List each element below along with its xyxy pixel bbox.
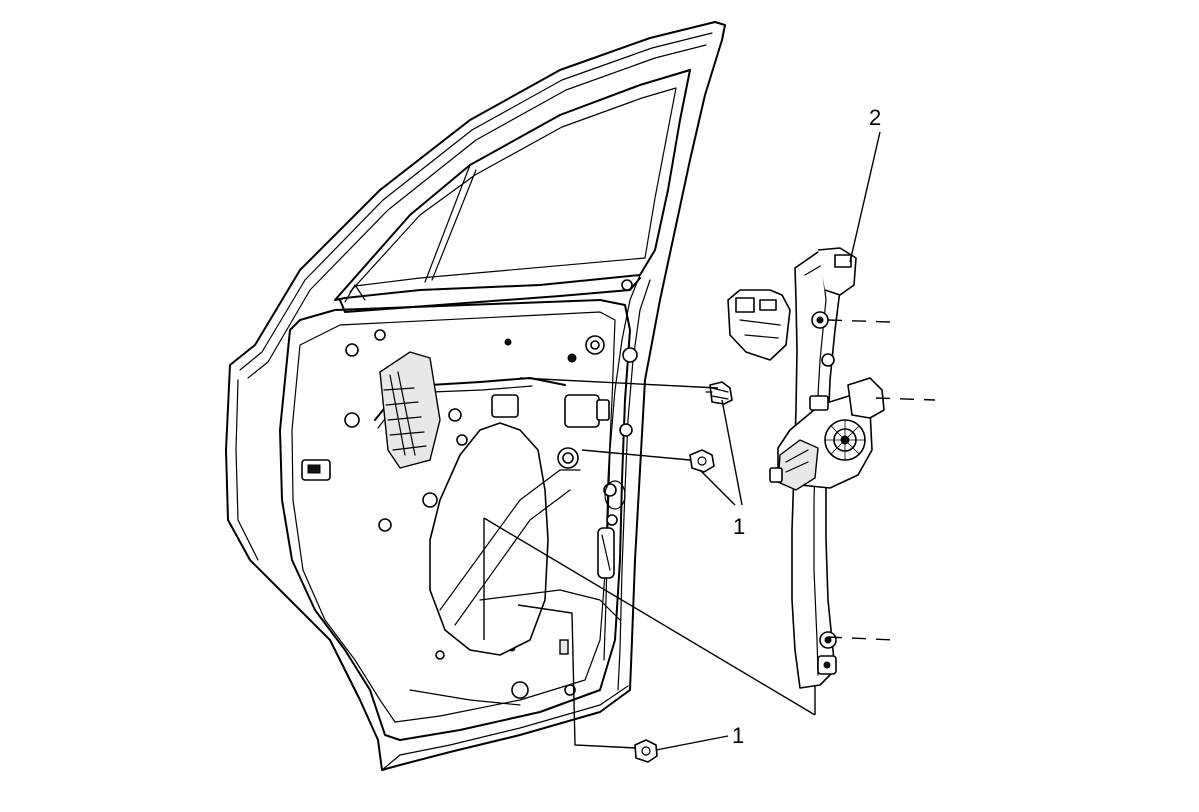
callout-1-bottom: 1	[732, 723, 744, 748]
leader-lines	[483, 131, 936, 751]
callout-2: 2	[869, 105, 881, 130]
nut-middle	[689, 449, 715, 473]
window-regulator	[727, 247, 885, 689]
nut-bottom	[634, 739, 658, 763]
bolt-upper	[705, 381, 733, 405]
callout-1-middle: 1	[733, 514, 745, 539]
door-panel	[225, 21, 726, 771]
